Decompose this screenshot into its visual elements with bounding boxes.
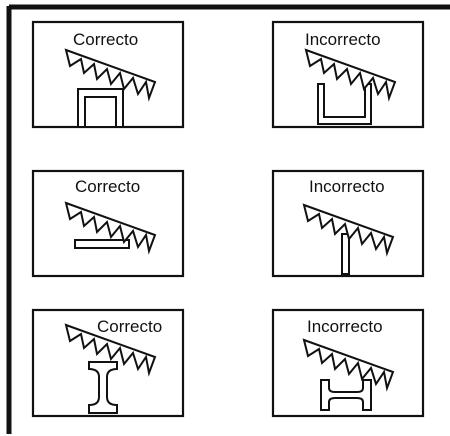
panel-label: Incorrecto — [305, 30, 381, 49]
panel-incorrect-h-beam: Incorrecto — [271, 308, 425, 418]
panel-label: Correcto — [97, 317, 162, 336]
flat-bar-icon — [74, 239, 130, 249]
panel-frame — [31, 20, 185, 129]
u-channel-icon — [317, 83, 372, 125]
i-beam-icon — [88, 361, 118, 414]
panel-frame — [271, 169, 425, 278]
hacksaw-blade-icon — [64, 323, 157, 377]
panel-correct-flat-bar: Correcto — [31, 169, 185, 278]
panel-label: Correcto — [73, 30, 138, 49]
panel-label: Incorrecto — [309, 177, 385, 196]
panel-correct-i-beam: Correcto — [31, 308, 185, 418]
panel-incorrect-channel: Incorrecto — [271, 20, 425, 129]
flat-bar-on-edge-icon — [341, 233, 350, 275]
hacksaw-blade-icon — [302, 338, 395, 392]
rectangular-tube-icon — [77, 88, 124, 126]
panel-correct-tube: Correcto — [31, 20, 185, 129]
hacksaw-blade-icon — [302, 203, 395, 257]
hacksaw-blade-icon — [64, 48, 157, 102]
panel-frame — [271, 308, 425, 418]
panel-frame — [31, 169, 185, 278]
h-beam-icon — [320, 379, 372, 411]
panel-label: Correcto — [75, 177, 140, 196]
panel-incorrect-bar-on-edge: Incorrecto — [271, 169, 425, 278]
hacksaw-blade-icon — [304, 48, 397, 102]
panel-label: Incorrecto — [307, 317, 383, 336]
panel-frame — [31, 308, 185, 418]
hacksaw-blade-icon — [64, 201, 157, 255]
panel-frame — [271, 20, 425, 129]
